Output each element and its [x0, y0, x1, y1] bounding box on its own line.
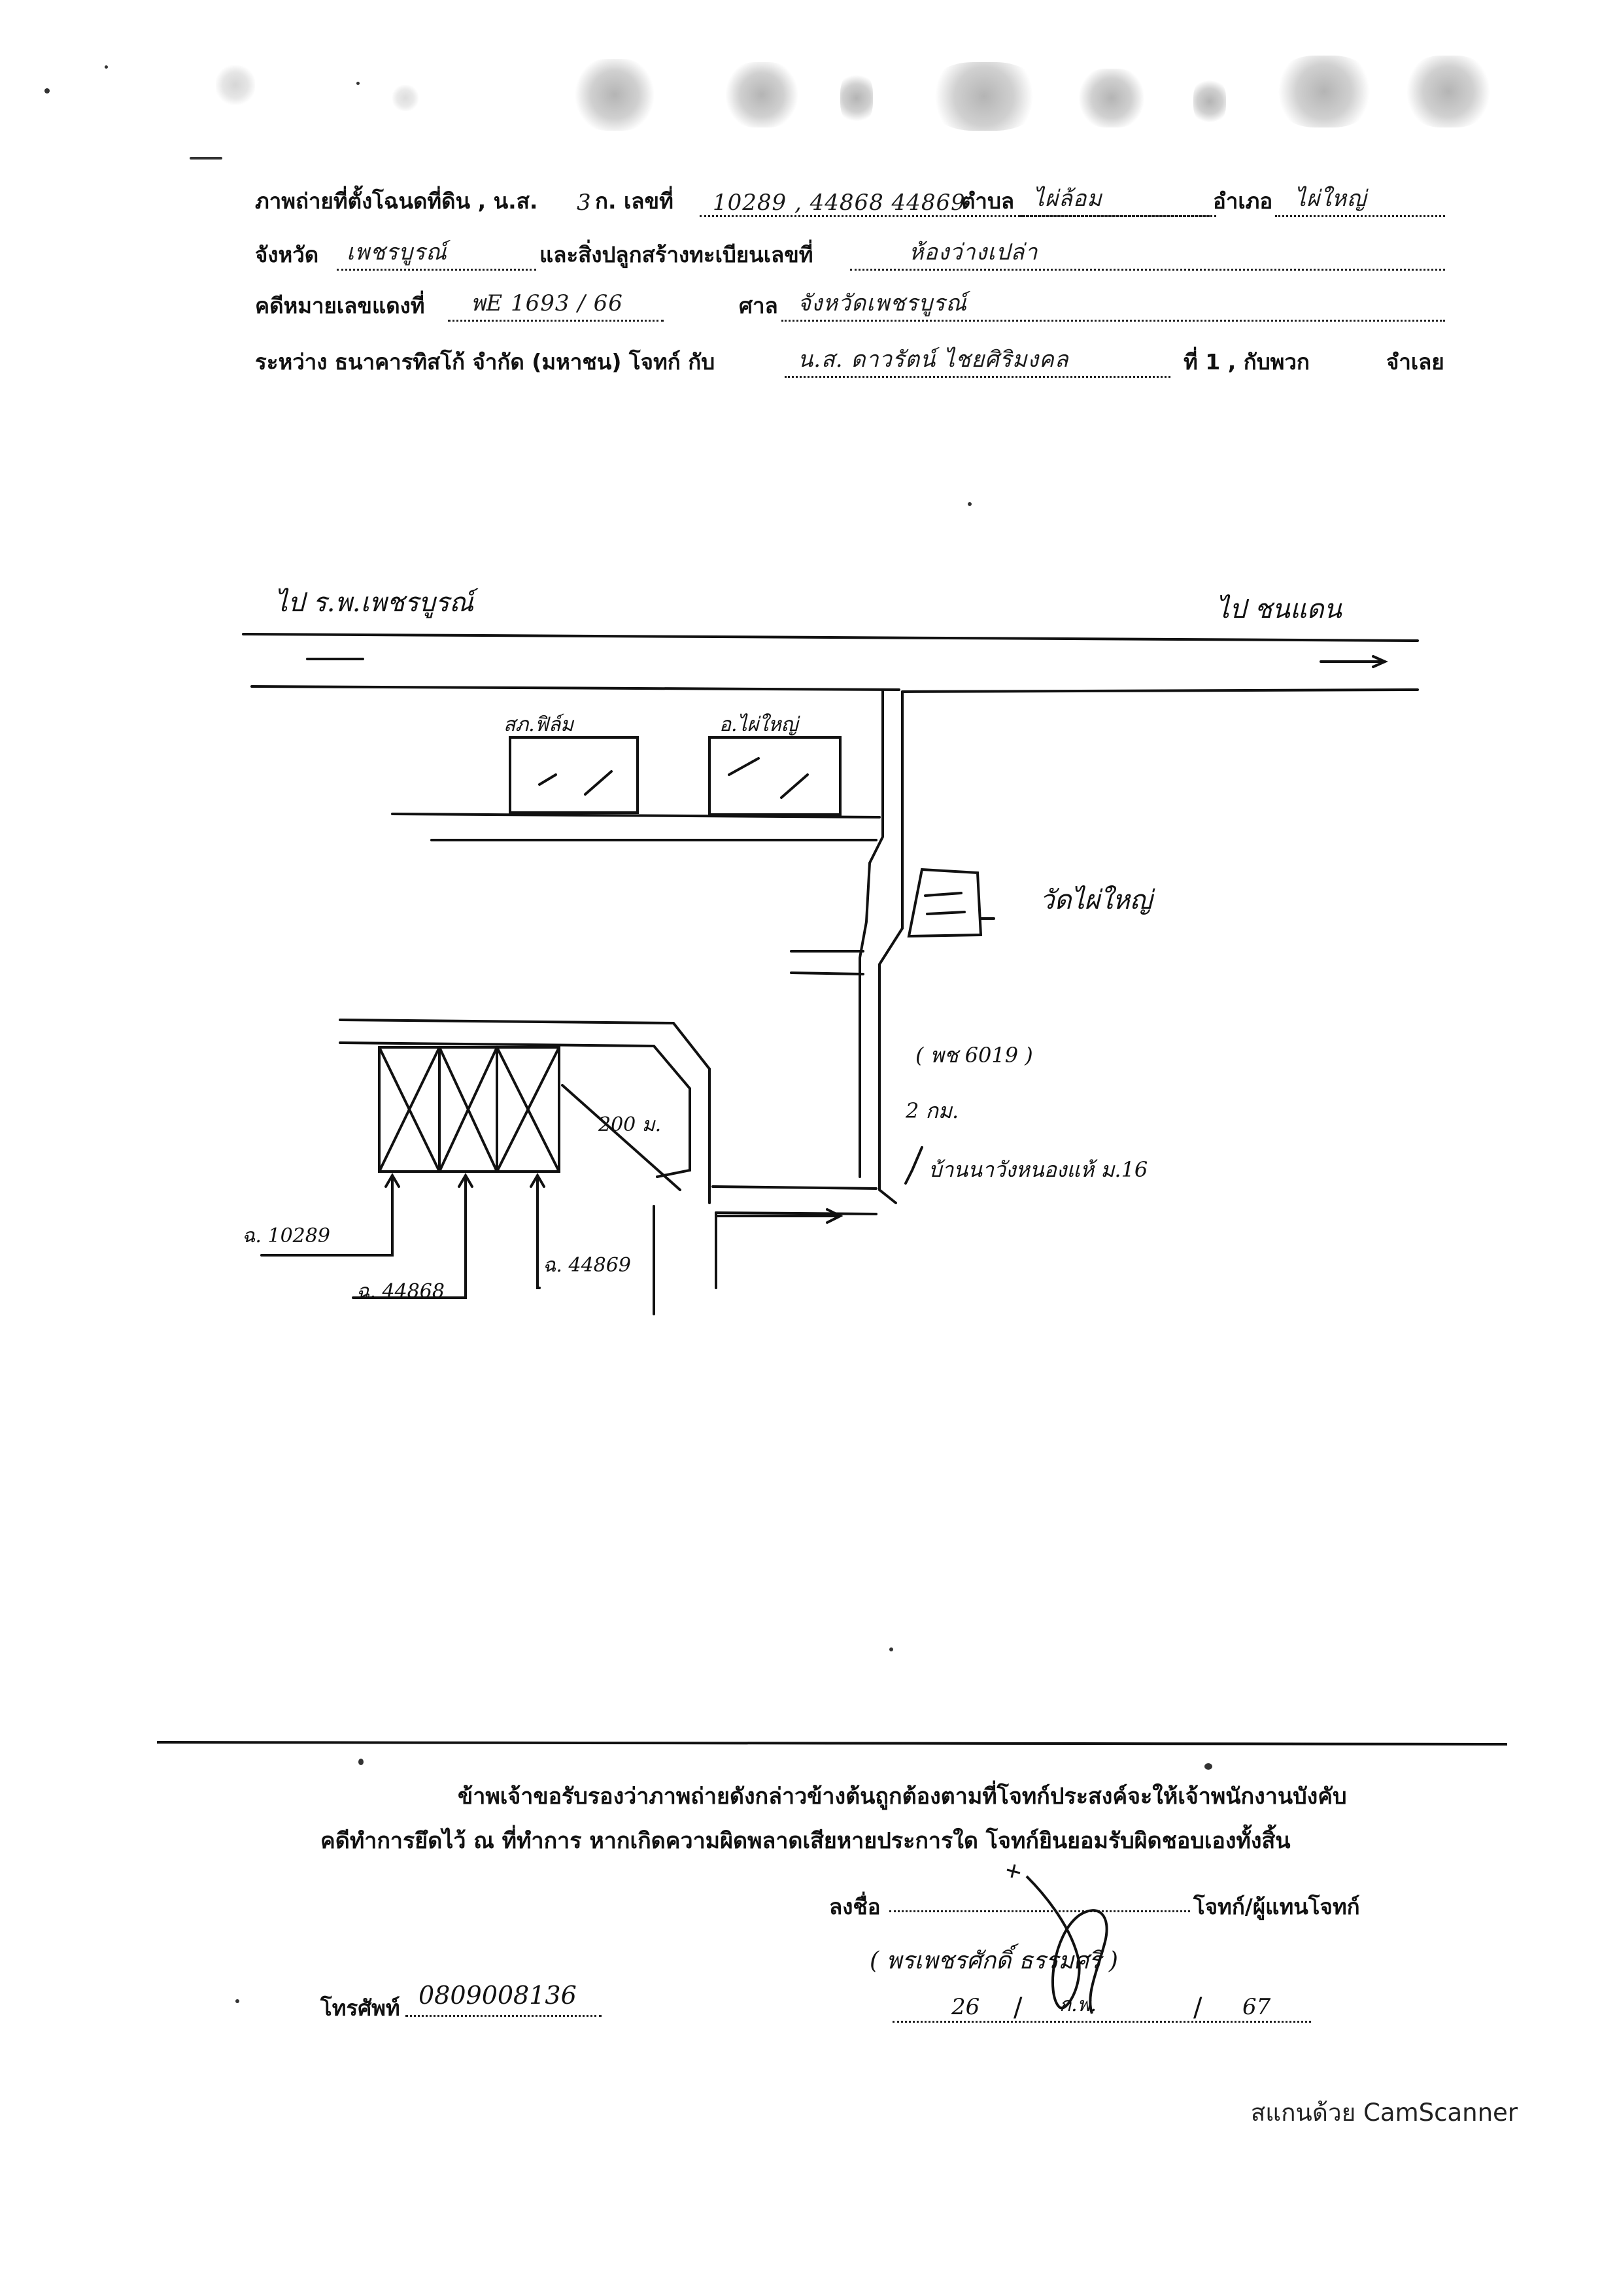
- between-label: ระหว่าง ธนาคารทิสโก้ จำกัด (มหาชน) โจทก์…: [255, 349, 715, 375]
- province-label: จังหวัด: [255, 242, 319, 267]
- temple-building: [907, 868, 983, 938]
- header-line-3: คดีหมายเลขแดงที่ พE 1693 / 66 ศาล จังหวั…: [255, 288, 1445, 329]
- label-police-station: สภ.ฟิล์ม: [503, 713, 575, 736]
- signer-printed-name: ( พรเพชรศักดิ์ ธรรมศรี ): [870, 1948, 1118, 1974]
- label-to-hospital: ไป ร.พ.เพชรบูรณ์: [275, 588, 479, 618]
- defendant-role-label: จำเลย: [1386, 349, 1444, 375]
- label-district-office: อ.ไผ่ใหญ่: [719, 713, 800, 736]
- certification-line-2: คดีทำการยึดไว้ ณ ที่ทำการ หากเกิดความผิด…: [320, 1828, 1291, 1854]
- district-label: อำเภอ: [1213, 188, 1273, 214]
- case-number-label: คดีหมายเลขแดงที่: [255, 293, 425, 318]
- sign-label: ลงชื่อ: [829, 1894, 881, 1919]
- subdistrict-value: ไผ่ล้อม: [1033, 186, 1102, 212]
- side-road-right-edge: [878, 690, 904, 1204]
- main-road-bottom-edge-right: [901, 688, 1419, 693]
- header-line-2: จังหวัด เพชรบูรณ์ และสิ่งปลูกสร้างทะเบีย…: [255, 237, 1445, 279]
- signer-role-label: โจทก์/ผู้แทนโจทก์: [1193, 1894, 1360, 1919]
- label-village: บ้านนาวังหนองแห้ ม.16: [929, 1157, 1148, 1182]
- court-label: ศาล: [739, 293, 778, 318]
- court-value: จังหวัดเพชรบูรณ์: [798, 290, 967, 316]
- case-number-value: พE 1693 / 66: [471, 290, 623, 316]
- main-road-top-edge: [242, 633, 1419, 642]
- label-distance-m: 200 ม.: [598, 1113, 661, 1136]
- province-value: เพชรบูรณ์: [347, 239, 447, 265]
- defendant-tail-label: ที่ 1 , กับพวก: [1184, 349, 1310, 375]
- camscanner-footer: สแกนด้วย CamScanner: [1250, 2099, 1518, 2127]
- deed-prefix-label: ภาพถ่ายที่ตั้งโฉนดที่ดิน , น.ส.: [255, 188, 538, 214]
- date-year: 67: [1242, 1994, 1271, 2020]
- label-deed-44868: ฉ. 44868: [356, 1280, 445, 1303]
- deed-numbers-value: 10289 , 44868 44869: [713, 190, 966, 216]
- main-road-bottom-edge-left: [250, 685, 900, 691]
- building-station: [509, 736, 639, 814]
- defendant-value: น.ส. ดาวรัตน์ ไชยศิริมงคล: [798, 346, 1069, 373]
- land-plots: [378, 1046, 560, 1173]
- label-road-code: ( พช 6019 ): [915, 1043, 1033, 1068]
- phone-label: โทรศัพท์: [320, 1995, 400, 2021]
- signature-date: 26 / ก.พ. / 67: [893, 1993, 1311, 2023]
- header-line-4: ระหว่าง ธนาคารทิสโก้ จำกัด (มหาชน) โจทก์…: [255, 344, 1445, 386]
- label-deed-44869: ฉ. 44869: [543, 1254, 631, 1277]
- date-month: ก.พ.: [1059, 1993, 1097, 2016]
- certification-line-1: ข้าพเจ้าขอรับรองว่าภาพถ่ายดังกล่าวข้างต้…: [458, 1783, 1347, 1810]
- date-day: 26: [951, 1994, 980, 2020]
- building-district-office: [708, 736, 842, 816]
- side-road-left-edge: [859, 688, 884, 1178]
- header-line-1: ภาพถ่ายที่ตั้งโฉนดที่ดิน , น.ส. 3 ก. เลข…: [255, 183, 1445, 225]
- label-temple: วัดไผ่ใหญ่: [1040, 885, 1155, 915]
- ns-number-value: 3: [577, 190, 592, 216]
- ns-suffix-label: ก. เลขที่: [595, 188, 673, 214]
- subdistrict-label: ตำบล: [961, 188, 1015, 214]
- handwritten-signature: [1006, 1864, 1108, 2014]
- label-deed-10289: ฉ. 10289: [242, 1224, 330, 1247]
- phone-value: 0809008136: [418, 1981, 577, 2010]
- building-label: และสิ่งปลูกสร้างทะเบียนเลขที่: [539, 242, 813, 267]
- building-value: ห้องว่างเปล่า: [909, 239, 1038, 265]
- district-value: ไผ่ใหญ่: [1295, 186, 1367, 212]
- label-to-chondaen: ไป ชนแดน: [1216, 594, 1342, 624]
- label-distance-km: 2 กม.: [905, 1098, 959, 1123]
